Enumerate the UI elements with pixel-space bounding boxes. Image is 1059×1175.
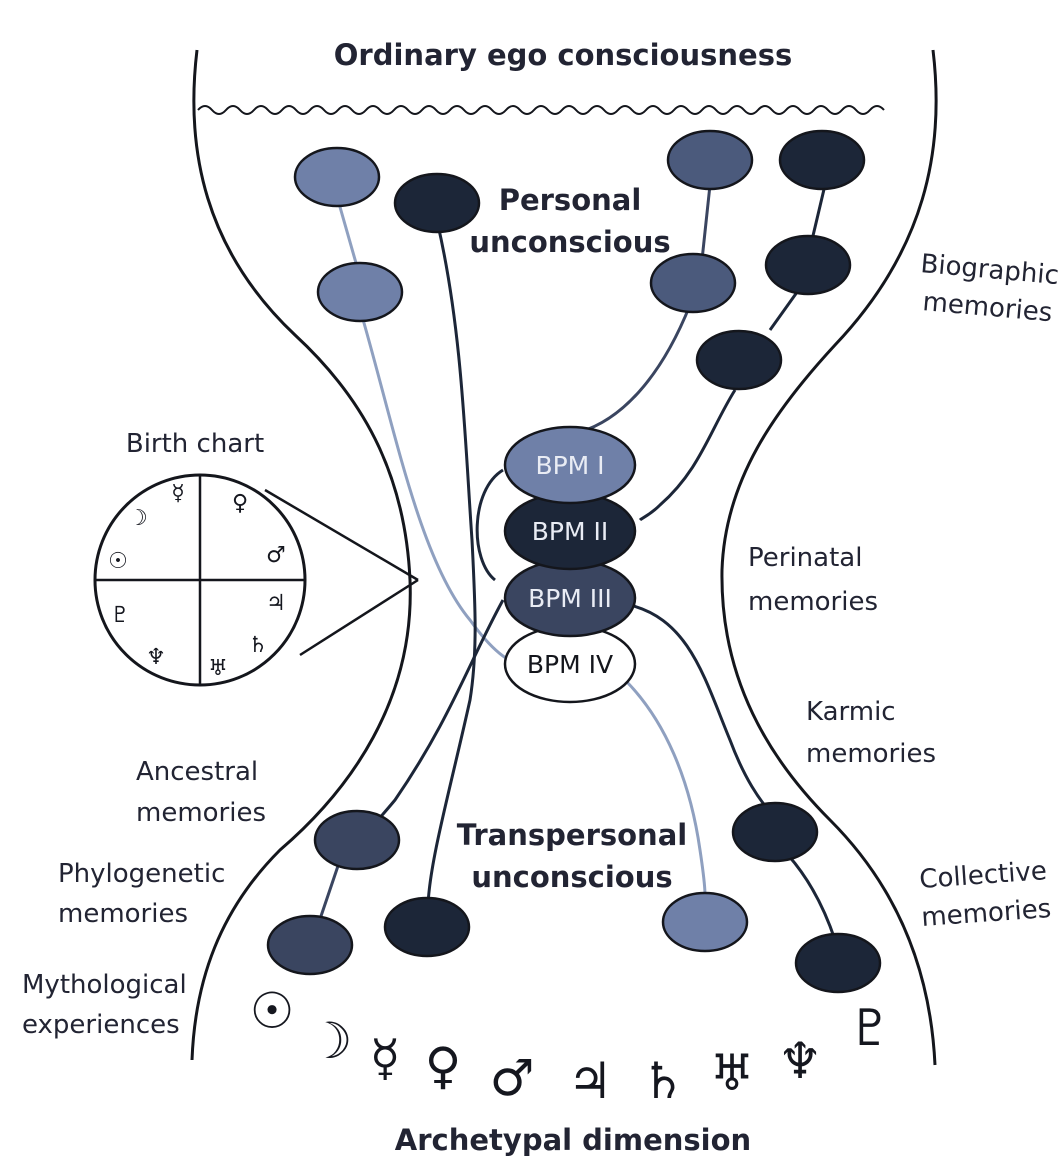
- thread-phylo: [316, 859, 342, 926]
- bpm-2-label: BPM II: [532, 517, 609, 546]
- bottom-title: Archetypal dimension: [395, 1123, 751, 1157]
- mythological-line-1: Mythological: [22, 970, 187, 1000]
- thread-right-3-down: [638, 389, 737, 522]
- perinatal-line-1: Perinatal: [748, 543, 862, 573]
- ancestral-line-2: memories: [136, 798, 266, 828]
- node-transpersonal-dark: [383, 896, 471, 958]
- personal-unconscious-label: Personal unconscious: [469, 183, 670, 259]
- thread-light-left: [336, 199, 360, 271]
- chart-jupiter-icon: ♃: [266, 591, 286, 616]
- thread-bpm3-right: [629, 603, 772, 813]
- row-neptune-icon: ♆: [778, 1032, 823, 1090]
- transpersonal-line-2: unconscious: [471, 860, 672, 894]
- row-jupiter-icon: ♃: [568, 1052, 613, 1110]
- thread-right-1-down: [579, 304, 692, 434]
- karmic-line-2: memories: [806, 739, 936, 769]
- chart-mercury-icon: ☿: [171, 481, 185, 506]
- thread-bpm3-left: [370, 599, 505, 828]
- planet-row: ☉ ☽ ☿ ♀ ♂ ♃ ♄ ♅ ♆ ♇: [250, 982, 893, 1110]
- birth-chart-pointer-bottom: [299, 578, 419, 657]
- node-ancestral: [313, 809, 401, 871]
- phylogenetic-line-2: memories: [58, 899, 188, 929]
- node-phylogenetic: [266, 914, 354, 976]
- bpm-4-label: BPM IV: [527, 650, 613, 679]
- thread-collective: [786, 854, 837, 941]
- chart-venus-icon: ♀: [232, 491, 248, 516]
- row-mercury-icon: ☿: [370, 1029, 401, 1087]
- transpersonal-unconscious-label: Transpersonal unconscious: [457, 818, 687, 894]
- ancestral-line-1: Ancestral: [136, 757, 258, 787]
- node-biographical-dark: [393, 172, 481, 234]
- node-transpersonal-light: [661, 891, 749, 953]
- row-venus-icon: ♀: [425, 1037, 462, 1095]
- birth-chart-symbols: ☿ ♀ ☽ ☉ ♂ ♃ ♅ ♄ ♆ ♇: [108, 481, 286, 681]
- bpm-3-label: BPM III: [528, 584, 612, 613]
- row-mars-icon: ♂: [490, 1049, 535, 1107]
- memory-nodes: [266, 129, 882, 994]
- row-saturn-icon: ♄: [641, 1052, 686, 1110]
- birth-chart: [93, 473, 419, 687]
- side-labels: Biographical memories Perinatal memories…: [22, 249, 1059, 1040]
- node-biographical-left-1: [293, 146, 381, 208]
- row-uranus-icon: ♅: [710, 1044, 755, 1102]
- chart-neptune-icon: ♆: [146, 645, 166, 670]
- biographical-line-2: memories: [921, 287, 1053, 328]
- karmic-line-1: Karmic: [806, 697, 896, 727]
- chart-moon-icon: ☽: [128, 506, 148, 531]
- phylogenetic-line-1: Phylogenetic: [58, 859, 225, 889]
- node-biographical-left-2: [316, 261, 404, 323]
- thread-right-2-down: [768, 287, 802, 331]
- hourglass-right-wall: [720, 49, 938, 1066]
- hourglass-left-wall: [190, 49, 412, 1061]
- thread-bpm1-left: [475, 468, 504, 582]
- node-biographical-right-3: [778, 129, 866, 191]
- surface-wave: [197, 105, 885, 115]
- birth-chart-label: Birth chart: [126, 429, 264, 459]
- mythological-line-2: experiences: [22, 1010, 180, 1040]
- node-karmic: [731, 801, 819, 863]
- bpm-stack: [503, 425, 637, 704]
- thread-right-1: [700, 184, 712, 261]
- node-biographical-right-1: [666, 129, 754, 191]
- chart-uranus-icon: ♅: [208, 656, 228, 681]
- bpm-1-ellipse: [503, 425, 637, 505]
- node-biographical-right-2: [649, 252, 737, 314]
- bpm-1-label: BPM I: [535, 451, 604, 480]
- thread-bpm4-right: [623, 678, 707, 896]
- bpm-labels: BPM I BPM II BPM III BPM IV: [527, 451, 613, 679]
- node-biographical-right-4: [764, 234, 852, 296]
- personal-line-1: Personal: [499, 183, 642, 217]
- transpersonal-line-1: Transpersonal: [457, 818, 687, 852]
- chart-sun-icon: ☉: [108, 549, 128, 574]
- thread-right-2: [810, 184, 827, 241]
- thread-dark-left: [426, 224, 477, 906]
- chart-mars-icon: ♂: [266, 543, 286, 568]
- perinatal-line-2: memories: [748, 587, 878, 617]
- row-sun-icon: ☉: [250, 982, 295, 1040]
- threads: [316, 184, 837, 941]
- birth-chart-pointer-top: [264, 488, 419, 582]
- collective-line-2: memories: [920, 894, 1052, 933]
- collective-line-1: Collective: [918, 856, 1047, 895]
- personal-line-2: unconscious: [469, 225, 670, 259]
- chart-pluto-icon: ♇: [110, 603, 130, 628]
- row-pluto-icon: ♇: [848, 999, 893, 1057]
- thread-light-left-long: [360, 315, 519, 666]
- chart-saturn-icon: ♄: [248, 633, 268, 658]
- biographical-line-1: Biographical: [919, 249, 1059, 293]
- top-title: Ordinary ego consciousness: [334, 38, 792, 72]
- node-collective: [794, 932, 882, 994]
- row-moon-icon: ☽: [308, 1012, 353, 1070]
- node-biographical-right-5: [695, 329, 783, 391]
